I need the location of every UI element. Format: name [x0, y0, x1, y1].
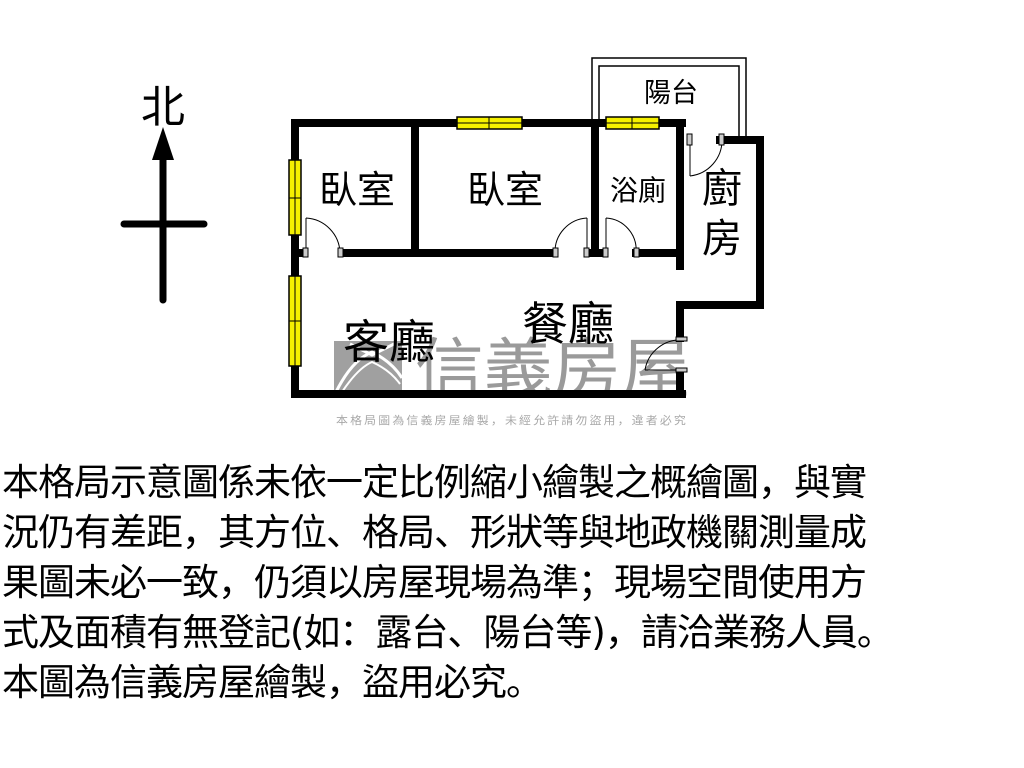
brand-logo-icon — [334, 341, 404, 393]
disclaimer-line: 本圖為信義房屋繪製，盜用必究。 — [2, 661, 543, 704]
door-balcony — [686, 133, 725, 177]
floor-plan: 北 信義房屋 — [120, 57, 764, 427]
compass-north-label: 北 — [141, 82, 185, 133]
window-top-bedroom2 — [456, 116, 523, 130]
compass: 北 — [120, 82, 208, 304]
balcony-outline — [591, 57, 747, 138]
north-arrow-icon — [120, 127, 208, 304]
disclaimer-line: 況仍有差距，其方位、格局、形狀等與地政機關測量成 — [2, 511, 867, 554]
room-label-dining: 餐廳 — [522, 297, 614, 351]
disclaimer: 本格局示意圖係未依一定比例縮小繪製之概繪圖，與實 況仍有差距，其方位、格局、形狀… — [2, 458, 1022, 708]
window-top-bathroom — [605, 116, 660, 130]
windows — [288, 116, 660, 367]
doors — [302, 133, 725, 373]
door-entrance — [644, 336, 688, 373]
door-bedroom1 — [302, 217, 344, 258]
room-label-kitchen-2: 房 — [702, 216, 742, 262]
room-label-kitchen-1: 廚 — [702, 166, 742, 212]
disclaimer-line: 式及面積有無登記(如：露台、陽台等)，請洽業務人員。 — [2, 611, 894, 654]
window-left-living — [288, 275, 302, 367]
room-label-bedroom2: 臥室 — [467, 168, 543, 212]
door-bathroom — [602, 217, 640, 258]
disclaimer-line: 果圖未必一致，仍須以房屋現場為準；現場空間使用方 — [2, 561, 867, 604]
room-label-bathroom: 浴廁 — [610, 174, 666, 207]
door-bedroom2 — [552, 217, 590, 258]
window-left-bedroom1 — [288, 159, 302, 236]
copyright-line: 本格局圖為信義房屋繪製，未經允許請勿盜用，違者必究 — [336, 413, 688, 427]
disclaimer-line: 本格局示意圖係未依一定比例縮小繪製之概繪圖，與實 — [2, 461, 867, 504]
room-label-living: 客廳 — [343, 315, 435, 369]
room-label-bedroom1: 臥室 — [319, 168, 395, 212]
room-labels: 臥室 臥室 浴廁 陽台 廚 房 客廳 餐廳 — [319, 78, 742, 369]
room-label-balcony: 陽台 — [644, 78, 698, 109]
